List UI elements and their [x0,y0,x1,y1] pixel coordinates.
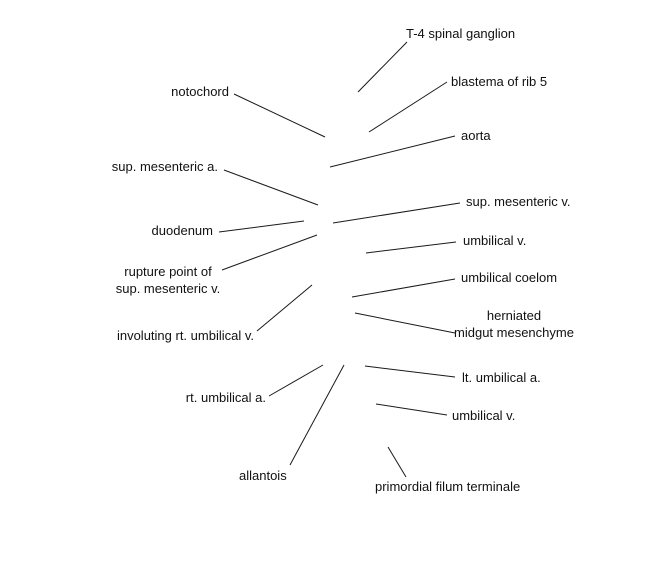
leader-herniated-midgut [354,312,456,334]
leader-blastema-of-rib-5 [368,81,448,133]
leader-lt-umbilical-a [364,365,456,378]
label-sup-mesenteric-v: sup. mesenteric v. [466,194,571,209]
leader-umbilical-v-upper [365,241,457,254]
leader-sup-mesenteric-v [332,202,461,224]
label-herniated-midgut-line-2: midgut mesenchyme [454,325,574,340]
label-rupture-point: rupture point of sup. mesenteric v. [104,263,232,297]
label-umbilical-v-lower: umbilical v. [452,408,516,423]
leader-involuting-rt-umbilical-v [256,284,313,332]
label-sup-mesenteric-a: sup. mesenteric a. [111,159,218,174]
leader-rupture-point [221,234,318,271]
label-aorta: aorta [461,128,491,143]
leader-duodenum [218,220,305,233]
label-t4-spinal-ganglion: T-4 spinal ganglion [406,26,516,41]
leader-t4-spinal-ganglion [357,41,408,93]
label-herniated-midgut-line-1: herniated [486,308,542,323]
label-lt-umbilical-a: lt. umbilical a. [462,370,541,385]
leader-umbilical-v-lower [375,403,448,416]
label-involuting-rt-umbilical-v: involuting rt. umbilical v. [116,328,254,343]
leader-rt-umbilical-a [268,364,324,397]
label-duodenum: duodenum [151,223,213,238]
label-umbilical-coelom: umbilical coelom [461,270,558,285]
label-rupture-point-line-2: sup. mesenteric v. [115,281,221,296]
leader-sup-mesenteric-a [223,169,319,206]
leader-aorta [329,135,456,168]
leader-umbilical-coelom [351,278,456,298]
leader-primordial-filum-terminale [387,446,407,478]
leader-allantois [289,364,345,466]
label-rt-umbilical-a: rt. umbilical a. [185,390,266,405]
label-primordial-filum-terminale: primordial filum terminale [375,479,521,494]
label-blastema-of-rib-5: blastema of rib 5 [451,74,548,89]
label-rupture-point-line-1: rupture point of [124,264,212,279]
label-notochord: notochord [171,84,229,99]
leader-notochord [233,93,326,138]
label-allantois: allantois [239,468,287,483]
label-umbilical-v-upper: umbilical v. [463,233,527,248]
label-herniated-midgut: herniated midgut mesenchyme [446,307,582,341]
